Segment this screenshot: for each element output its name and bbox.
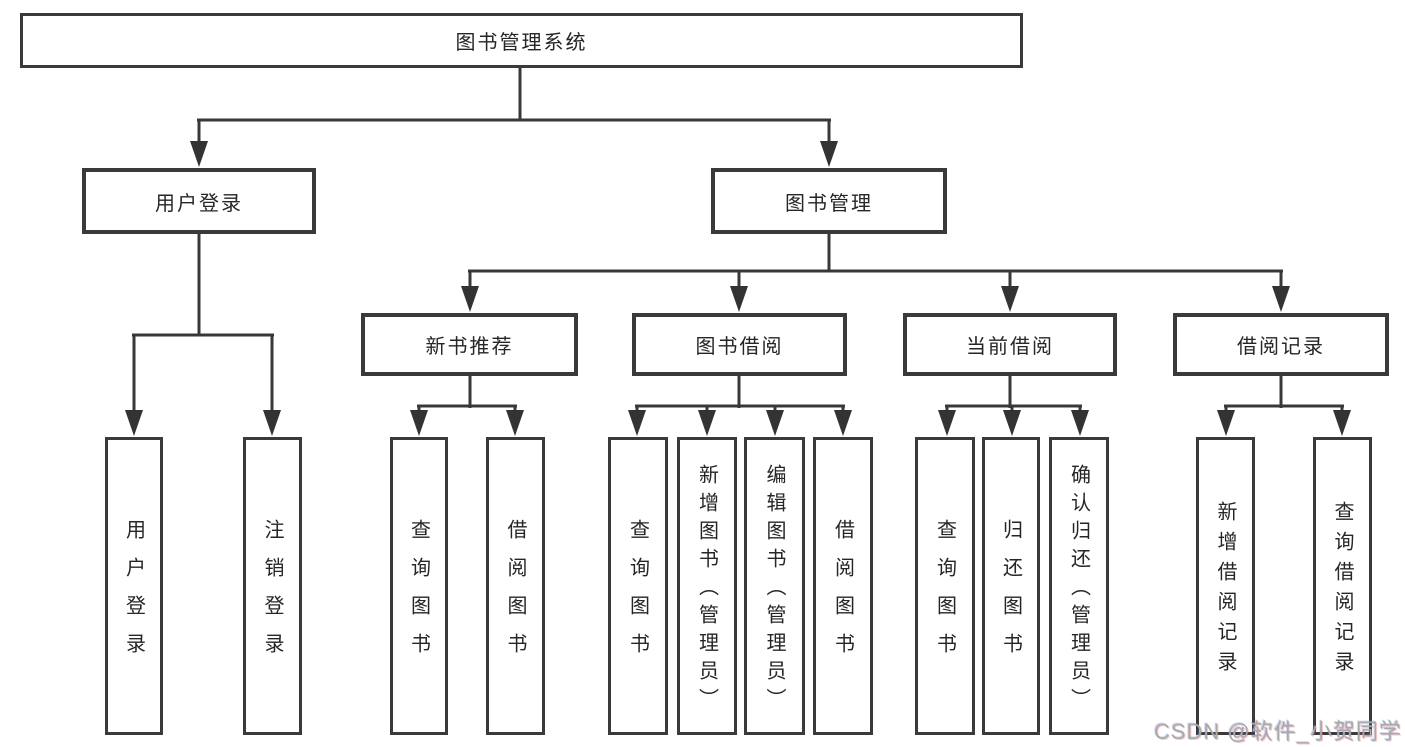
node-user-login-label: 用户登录 <box>155 192 243 215</box>
leaf-add-borrow-record-label: 新增借阅记录 <box>1214 501 1236 681</box>
node-new-book-recommend-label: 新书推荐 <box>425 336 514 358</box>
leaf-logout-login-label: 注销登录 <box>261 519 283 671</box>
node-book-borrow: 图书借阅 <box>632 313 847 376</box>
leaf-query-books-borrow: 查询图书 <box>608 437 668 735</box>
leaf-confirm-return-admin: 确认归还（管理员） <box>1049 437 1109 735</box>
leaf-query-books-recommend: 查询图书 <box>390 437 448 735</box>
leaf-borrow-books-recommend: 借阅图书 <box>486 437 545 735</box>
node-new-book-recommend: 新书推荐 <box>361 313 578 376</box>
node-root-label: 图书管理系统 <box>455 32 588 54</box>
leaf-confirm-return-admin-label: 确认归还（管理员） <box>1067 464 1090 716</box>
leaf-query-borrow-record: 查询借阅记录 <box>1313 437 1372 735</box>
node-current-borrow: 当前借阅 <box>903 313 1117 376</box>
node-borrow-record: 借阅记录 <box>1173 313 1389 376</box>
node-current-borrow-label: 当前借阅 <box>966 336 1054 358</box>
leaf-query-books-borrow-label: 查询图书 <box>626 519 649 671</box>
leaf-user-login: 用户登录 <box>105 437 163 735</box>
leaf-add-books-admin-label: 新增图书（管理员） <box>695 464 718 716</box>
leaf-query-borrow-record-label: 查询借阅记录 <box>1331 501 1353 681</box>
leaf-logout-login: 注销登录 <box>243 437 302 735</box>
arrowheads <box>125 141 1351 436</box>
leaf-borrow-books-recommend-label: 借阅图书 <box>504 519 526 671</box>
leaf-return-books: 归还图书 <box>982 437 1040 735</box>
leaf-return-books-label: 归还图书 <box>999 519 1022 671</box>
leaf-borrow-books-label: 借阅图书 <box>831 519 854 671</box>
node-root: 图书管理系统 <box>20 13 1023 68</box>
node-borrow-record-label: 借阅记录 <box>1237 336 1325 358</box>
leaf-add-books-admin: 新增图书（管理员） <box>677 437 737 735</box>
leaf-query-books-current: 查询图书 <box>915 437 975 735</box>
node-book-borrow-label: 图书借阅 <box>695 336 784 358</box>
leaf-add-borrow-record: 新增借阅记录 <box>1196 437 1255 735</box>
leaf-edit-books-admin: 编辑图书（管理员） <box>744 437 805 735</box>
leaf-query-books-current-label: 查询图书 <box>933 519 956 671</box>
node-book-management: 图书管理 <box>711 168 947 234</box>
node-book-management-label: 图书管理 <box>785 192 873 215</box>
leaf-borrow-books: 借阅图书 <box>813 437 873 735</box>
leaf-user-login-label: 用户登录 <box>122 519 145 671</box>
leaf-edit-books-admin-label: 编辑图书（管理员） <box>763 464 785 716</box>
leaf-query-books-recommend-label: 查询图书 <box>407 519 430 671</box>
node-user-login: 用户登录 <box>82 168 316 234</box>
watermark: CSDN @软件_小贺同学 <box>1153 719 1402 744</box>
